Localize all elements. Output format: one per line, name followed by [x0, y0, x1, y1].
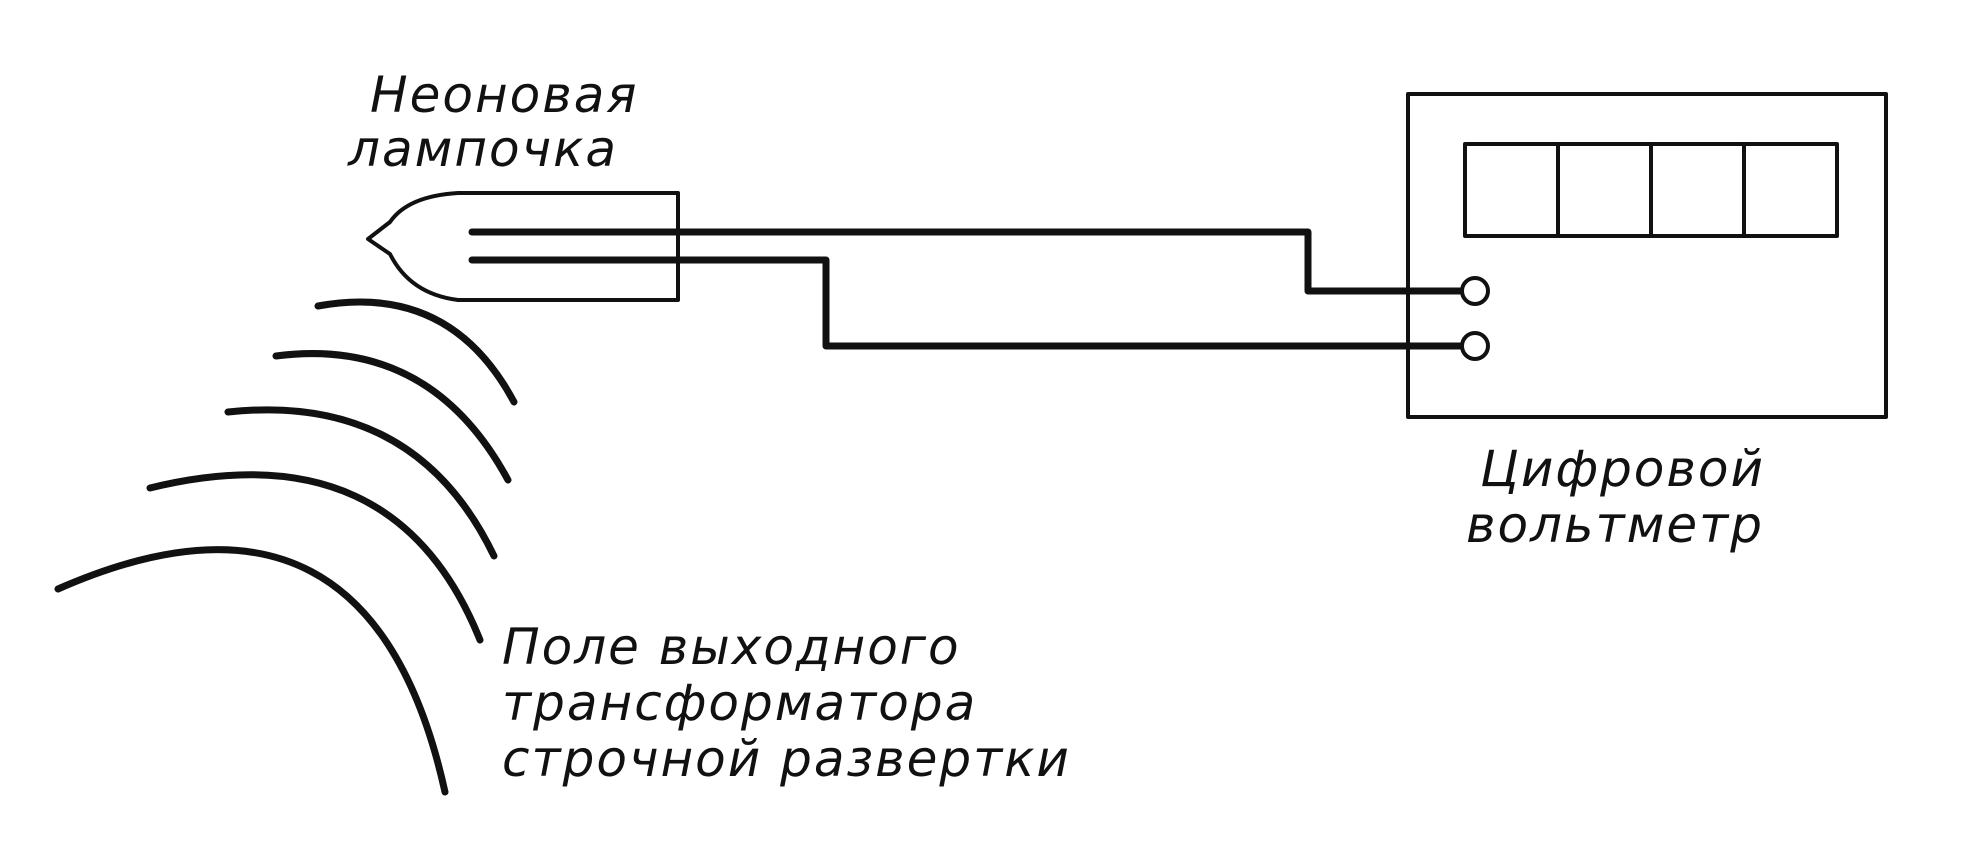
- field-arc-4: [146, 471, 484, 644]
- field-label-line2: трансформатора: [502, 674, 977, 732]
- digital-voltmeter: [1406, 92, 1888, 419]
- field-label-line3: строчной развертки: [502, 730, 1071, 788]
- voltmeter-terminal-2: [1460, 331, 1490, 361]
- voltmeter-label-line1: Цифровой: [1480, 440, 1765, 498]
- field-label-line1: Поле выходного: [502, 618, 961, 676]
- field-arc-2: [272, 350, 512, 484]
- lamp-label-line2: лампочка: [347, 120, 618, 178]
- neon-lamp-bulb: [366, 191, 680, 302]
- wire-upper: [676, 228, 1464, 295]
- neon-lamp: [366, 191, 684, 302]
- field-arc-3: [224, 406, 498, 560]
- wire-lower: [676, 256, 1464, 350]
- voltmeter-terminal-1: [1460, 276, 1490, 306]
- field-arc-5: [54, 546, 449, 796]
- transformer-field: [54, 298, 518, 796]
- voltmeter-label-line2: вольтметр: [1466, 496, 1764, 554]
- field-arc-1: [314, 298, 518, 406]
- voltmeter-case: [1406, 92, 1888, 419]
- lamp-label-line1: Неоновая: [370, 66, 638, 124]
